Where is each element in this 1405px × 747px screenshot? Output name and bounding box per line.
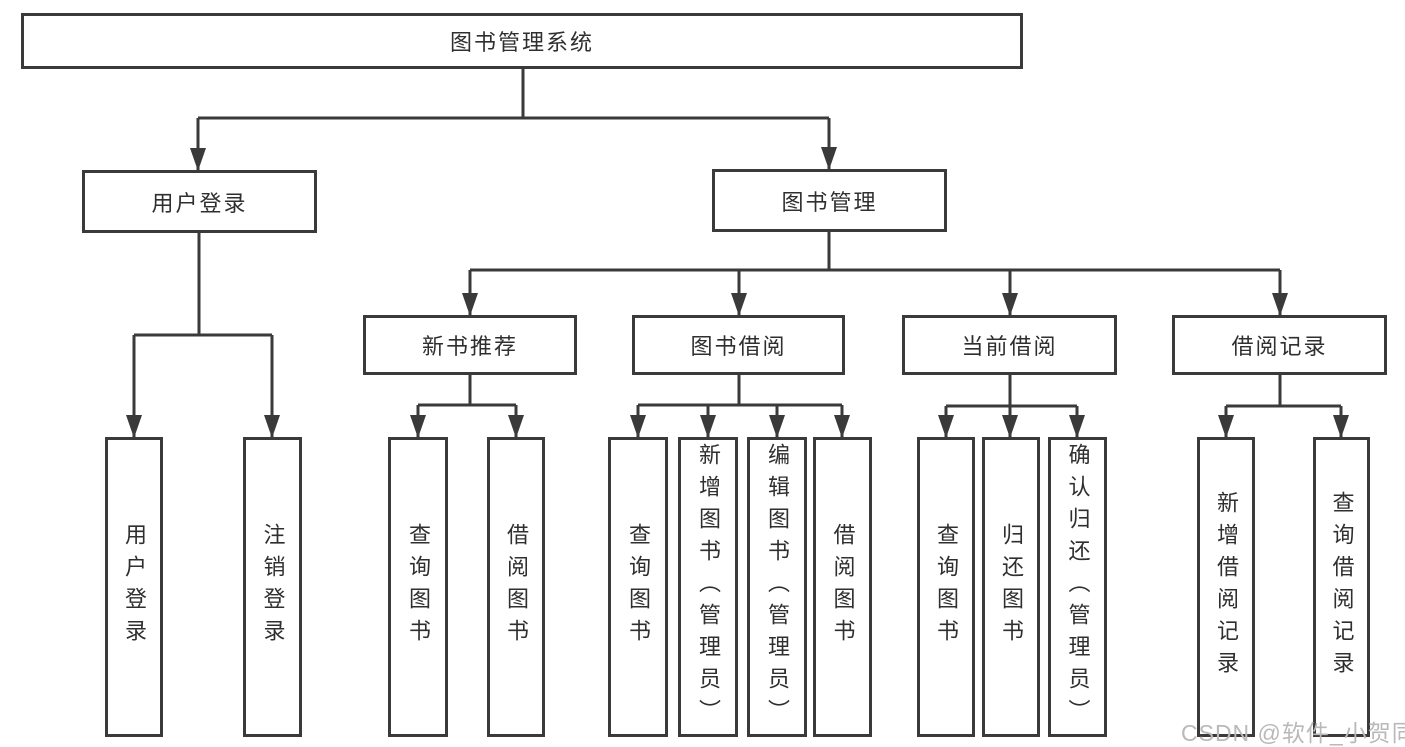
- node-label: 编辑图书（管理员）: [765, 443, 790, 731]
- node-book-management: 图书管理: [712, 169, 947, 232]
- node-label: 查询图书: [626, 523, 651, 651]
- node-user-login: 用户登录: [82, 170, 317, 233]
- connector-book-mgmt-trunk: [470, 232, 1280, 272]
- connector-current-borrow-trunk: [946, 375, 1077, 408]
- node-label: 当前借阅: [961, 334, 1058, 359]
- node-label: 查询图书: [406, 523, 431, 651]
- node-label: 用户登录: [122, 523, 147, 651]
- connector-new-books-trunk: [418, 375, 516, 407]
- connector-book-borrow-trunk: [638, 375, 842, 407]
- node-current-borrowing: 当前借阅: [902, 315, 1117, 375]
- leaf-br-add-record: 新增借阅记录: [1197, 437, 1255, 737]
- csdn-watermark: CSDN @软件_小贺同学: [1181, 720, 1405, 746]
- leaf-cb-confirm-return-admin: 确认归还（管理员）: [1048, 437, 1107, 737]
- leaf-bb-add-books-admin: 新增图书（管理员）: [678, 437, 738, 737]
- leaf-cb-return-books: 归还图书: [982, 437, 1040, 737]
- node-label: 借阅记录: [1231, 334, 1328, 359]
- node-label: 注销登录: [260, 523, 286, 651]
- leaf-logout: 注销登录: [243, 437, 302, 737]
- connector-borrow-records-trunk: [1226, 375, 1341, 408]
- leaf-nb-borrow-books: 借阅图书: [487, 437, 545, 737]
- leaf-br-query-record: 查询借阅记录: [1313, 437, 1370, 737]
- node-label: 图书管理系统: [449, 30, 594, 55]
- node-label: 借阅图书: [830, 523, 856, 651]
- node-label: 新增图书（管理员）: [696, 443, 721, 731]
- node-label: 查询借阅记录: [1329, 491, 1355, 683]
- node-label: 查询图书: [934, 523, 959, 651]
- connector-root-trunk: [198, 69, 829, 120]
- node-label: 图书管理: [781, 189, 878, 215]
- node-label: 归还图书: [999, 523, 1024, 651]
- node-label: 确认归还（管理员）: [1065, 443, 1091, 731]
- node-label: 图书借阅: [690, 334, 787, 359]
- connector-user-login-trunk: [134, 233, 272, 337]
- node-borrow-records: 借阅记录: [1172, 315, 1387, 375]
- leaf-cb-query-books: 查询图书: [917, 437, 975, 737]
- node-label: 新增借阅记录: [1214, 491, 1239, 683]
- leaf-nb-query-books: 查询图书: [388, 437, 448, 737]
- node-label: 借阅图书: [504, 523, 529, 651]
- node-book-borrowing: 图书借阅: [632, 315, 845, 375]
- leaf-bb-query-books: 查询图书: [608, 437, 668, 737]
- node-root-library-system: 图书管理系统: [21, 13, 1023, 69]
- leaf-bb-edit-books-admin: 编辑图书（管理员）: [747, 437, 807, 737]
- node-label: 用户登录: [151, 190, 248, 216]
- leaf-user-login: 用户登录: [105, 437, 163, 737]
- node-new-book-recommend: 新书推荐: [363, 315, 577, 375]
- leaf-bb-borrow-books: 借阅图书: [813, 437, 872, 737]
- node-label: 新书推荐: [421, 334, 518, 359]
